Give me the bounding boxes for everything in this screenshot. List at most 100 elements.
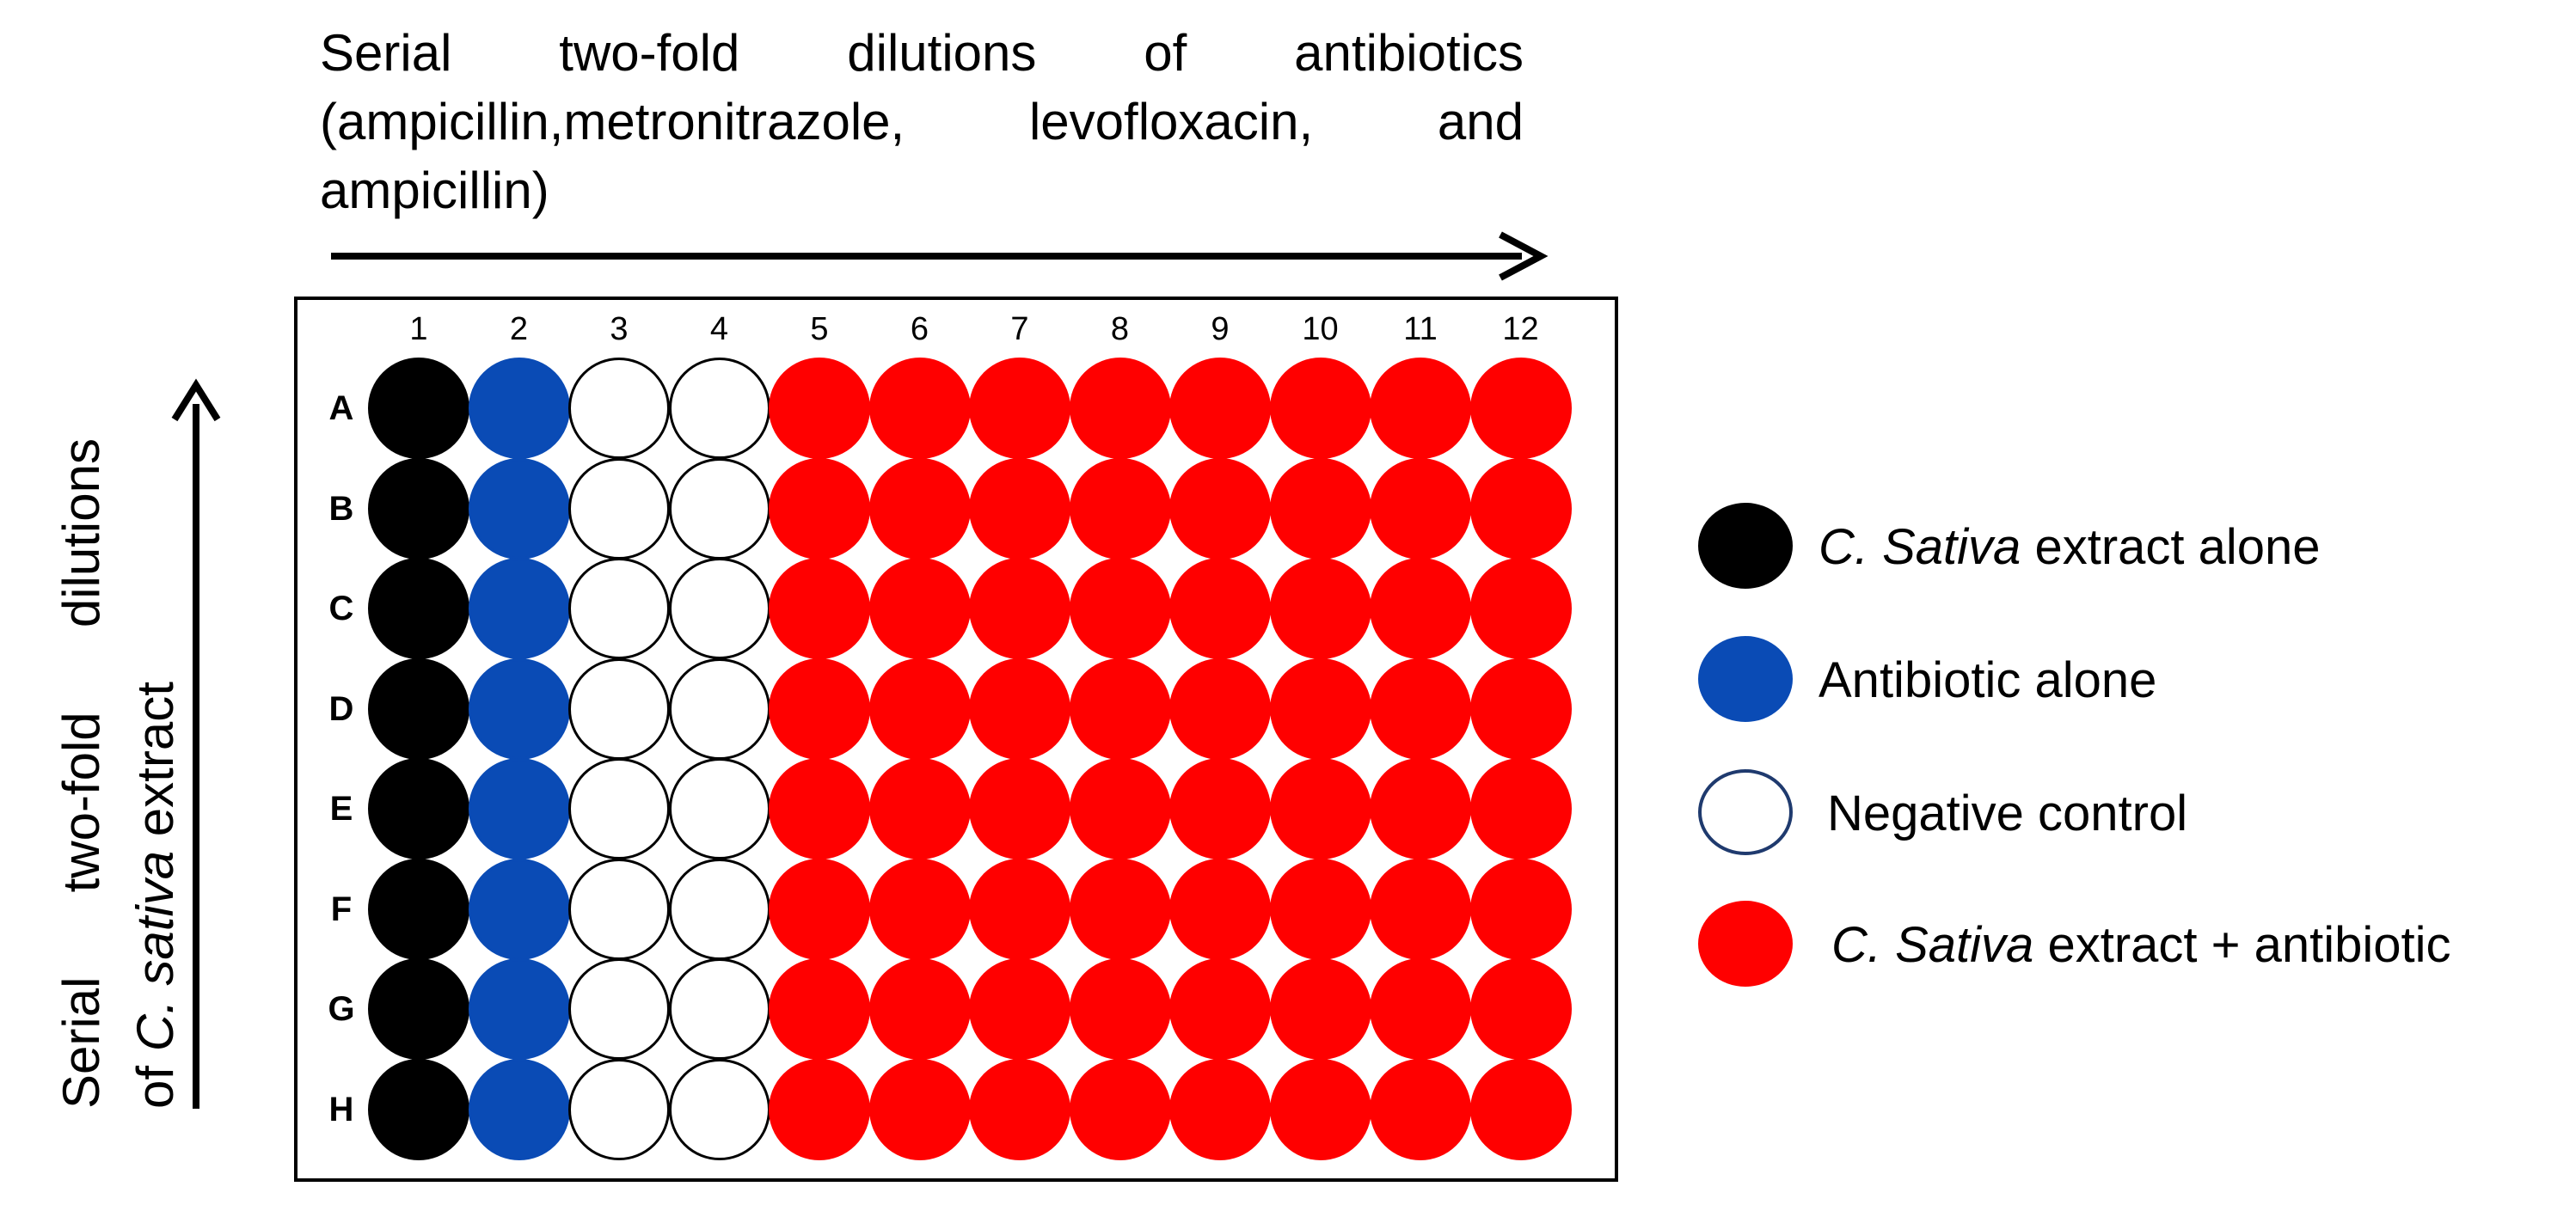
well-F10 xyxy=(1269,858,1371,960)
well-E9 xyxy=(1169,758,1271,859)
well-D4 xyxy=(668,657,770,760)
well-F1 xyxy=(368,858,469,960)
top-caption-line-2: (ampicillin,metronitrazole, levofloxacin… xyxy=(320,93,1524,150)
legend-text: Negative control xyxy=(1827,786,2188,841)
well-G12 xyxy=(1469,958,1572,1060)
side-caption-species: C. sativa xyxy=(126,850,184,1052)
well-C6 xyxy=(868,558,971,659)
well-A1 xyxy=(368,358,469,459)
legend-label-negative: Negative control xyxy=(1827,785,2187,842)
well-D2 xyxy=(468,657,570,760)
well-E11 xyxy=(1370,758,1471,859)
well-H1 xyxy=(368,1058,469,1160)
well-H4 xyxy=(668,1058,770,1160)
well-D8 xyxy=(1069,657,1171,760)
well-C8 xyxy=(1069,558,1171,659)
well-F8 xyxy=(1069,858,1171,960)
well-G2 xyxy=(468,958,570,1060)
side-caption-line-1: Serial two-fold dilutions xyxy=(52,438,110,1109)
well-B3 xyxy=(568,457,670,560)
row-label-H: H xyxy=(328,1090,354,1128)
well-A4 xyxy=(668,358,770,459)
legend-label-antibiotic: Antibiotic alone xyxy=(1819,651,2156,709)
well-H11 xyxy=(1370,1058,1471,1160)
well-B2 xyxy=(468,457,570,560)
well-H7 xyxy=(969,1058,1070,1160)
well-B4 xyxy=(668,457,770,560)
well-C2 xyxy=(468,558,570,659)
well-E4 xyxy=(668,758,770,859)
well-H2 xyxy=(468,1058,570,1160)
column-label-5: 5 xyxy=(810,311,829,347)
well-G3 xyxy=(568,958,670,1060)
legend-label-combo: C. Sativa extract + antibiotic xyxy=(1831,916,2451,974)
row-label-G: G xyxy=(328,990,355,1028)
well-B10 xyxy=(1269,457,1371,560)
side-caption-prefix: of xyxy=(126,1051,184,1109)
well-H9 xyxy=(1169,1058,1271,1160)
well-F3 xyxy=(568,858,670,960)
legend-text: extract alone xyxy=(2021,519,2321,575)
well-F9 xyxy=(1169,858,1271,960)
well-E1 xyxy=(368,758,469,859)
well-E8 xyxy=(1069,758,1171,859)
column-label-2: 2 xyxy=(509,311,529,347)
well-A5 xyxy=(769,358,870,459)
well-G4 xyxy=(668,958,770,1060)
well-F5 xyxy=(769,858,870,960)
legend-swatch-antibiotic xyxy=(1698,636,1793,722)
well-C4 xyxy=(668,558,770,659)
well-H10 xyxy=(1269,1058,1371,1160)
well-F12 xyxy=(1469,858,1572,960)
well-G8 xyxy=(1069,958,1171,1060)
well-G10 xyxy=(1269,958,1371,1060)
well-C10 xyxy=(1269,558,1371,659)
legend-text: Antibiotic alone xyxy=(1819,652,2157,708)
well-E3 xyxy=(568,758,670,859)
well-B11 xyxy=(1370,457,1471,560)
well-C3 xyxy=(568,558,670,659)
legend-swatch-negative xyxy=(1698,769,1793,855)
well-A7 xyxy=(969,358,1070,459)
top-caption-line-3: ampicillin) xyxy=(320,162,549,219)
side-caption: Serial two-fold dilutions of C. sativa e… xyxy=(45,438,193,1109)
legend-swatch-extract xyxy=(1698,503,1793,589)
row-label-F: F xyxy=(330,890,353,928)
well-D5 xyxy=(769,657,870,760)
well-B9 xyxy=(1169,457,1271,560)
well-H3 xyxy=(568,1058,670,1160)
well-B8 xyxy=(1069,457,1171,560)
column-label-1: 1 xyxy=(409,311,428,347)
side-caption-suffix: extract xyxy=(126,682,184,851)
horizontal-arrow xyxy=(331,231,1549,281)
well-F4 xyxy=(668,858,770,960)
well-D3 xyxy=(568,657,670,760)
well-B6 xyxy=(868,457,971,560)
well-E6 xyxy=(868,758,971,859)
well-A10 xyxy=(1269,358,1371,459)
legend-swatch-combo xyxy=(1698,901,1793,987)
top-caption: Serial two-fold dilutions of antibiotics… xyxy=(320,19,1524,225)
well-D1 xyxy=(368,657,469,760)
well-C9 xyxy=(1169,558,1271,659)
well-C11 xyxy=(1370,558,1471,659)
well-F7 xyxy=(969,858,1070,960)
well-D11 xyxy=(1370,657,1471,760)
well-G7 xyxy=(969,958,1070,1060)
well-H8 xyxy=(1069,1058,1171,1160)
row-label-A: A xyxy=(328,389,354,427)
well-G9 xyxy=(1169,958,1271,1060)
well-G6 xyxy=(868,958,971,1060)
legend-species: C. Sativa xyxy=(1831,917,2034,973)
well-A2 xyxy=(468,358,570,459)
well-G11 xyxy=(1370,958,1471,1060)
column-label-11: 11 xyxy=(1403,311,1438,347)
legend-species: C. Sativa xyxy=(1819,519,2021,575)
row-label-C: C xyxy=(328,590,354,627)
column-label-6: 6 xyxy=(910,311,929,347)
column-label-4: 4 xyxy=(709,311,729,347)
side-caption-line-2: of C. sativa extract xyxy=(119,438,193,1109)
well-E7 xyxy=(969,758,1070,859)
row-label-E: E xyxy=(329,790,353,828)
